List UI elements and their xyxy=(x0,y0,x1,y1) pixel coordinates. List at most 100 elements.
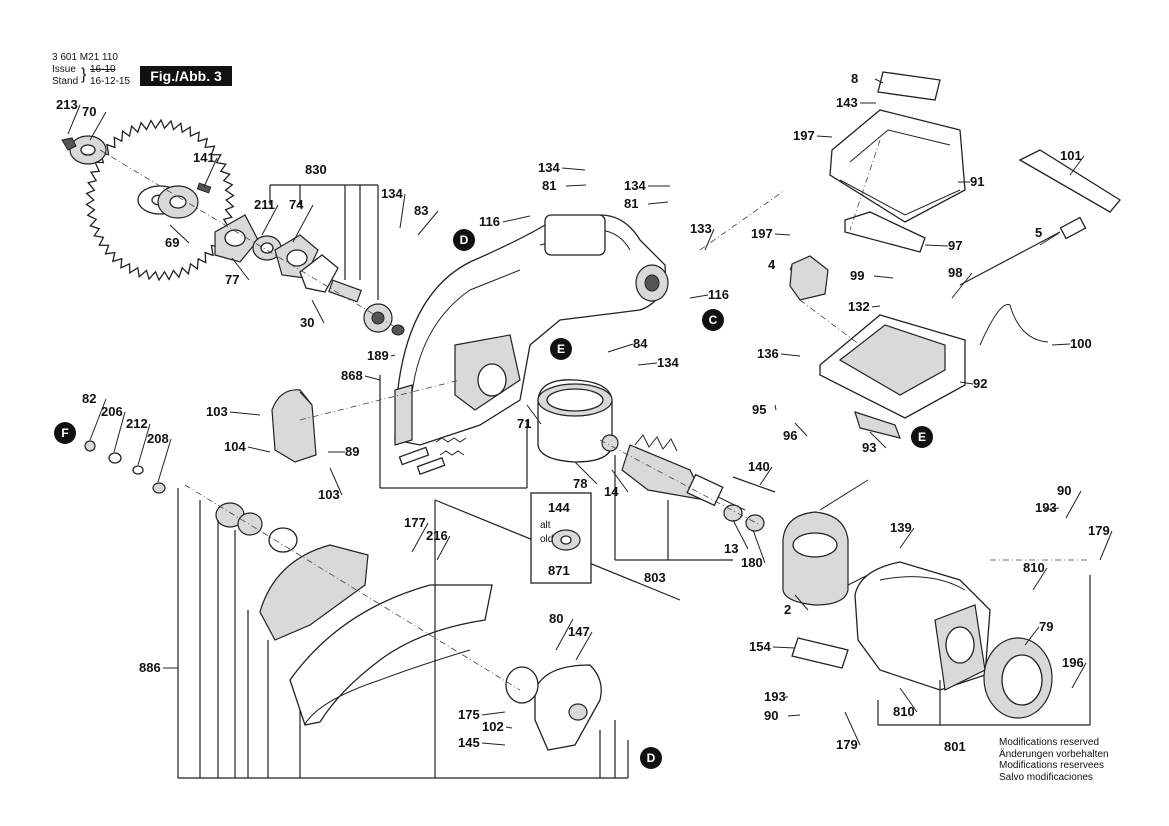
inset-alt-label: alt xyxy=(540,520,551,531)
part-label-140: 140 xyxy=(748,459,770,474)
leader-177 xyxy=(411,522,429,553)
brush-cover xyxy=(271,389,317,463)
adapter-plate xyxy=(505,664,602,751)
leader-80 xyxy=(555,618,574,651)
part-label-69: 69 xyxy=(165,235,179,250)
part-label-8: 8 xyxy=(851,71,858,86)
leader-30 xyxy=(311,299,325,324)
stand-label: Stand xyxy=(52,76,79,87)
callout-d-bottom-label: D xyxy=(647,751,656,765)
f-washers xyxy=(84,440,298,553)
part-label-197: 197 xyxy=(751,226,773,241)
callout-e-right: E xyxy=(911,426,933,448)
callout-f: F xyxy=(54,422,76,444)
leader-69 xyxy=(169,224,190,244)
part-label-212: 212 xyxy=(126,416,148,431)
leader-81 xyxy=(565,184,587,187)
callout-d-bottom: D xyxy=(640,747,662,769)
part-label-886: 886 xyxy=(139,660,161,675)
leader-216 xyxy=(436,535,451,561)
part-label-193: 193 xyxy=(1035,500,1057,515)
part-label-116: 116 xyxy=(708,287,729,302)
part-label-81: 81 xyxy=(542,178,556,193)
cable-100 xyxy=(979,304,1049,346)
part-label-95: 95 xyxy=(752,402,766,417)
leader-868 xyxy=(364,375,381,381)
part-label-70: 70 xyxy=(82,104,96,119)
leader-197 xyxy=(774,233,791,236)
part-label-868: 868 xyxy=(341,368,363,383)
leader-98 xyxy=(951,272,973,299)
leader-134 xyxy=(561,167,586,171)
callout-f-label: F xyxy=(61,426,68,440)
part-label-81: 81 xyxy=(624,196,638,211)
leader-116 xyxy=(502,215,531,223)
part-label-4: 4 xyxy=(768,257,776,272)
leader-92 xyxy=(959,381,974,385)
part-label-97: 97 xyxy=(948,238,962,253)
long-screw xyxy=(732,476,776,493)
gear-spindle-group xyxy=(214,214,405,336)
group-brackets xyxy=(177,184,1091,779)
part-label-90: 90 xyxy=(1057,483,1071,498)
rating-plate xyxy=(791,637,849,669)
part-label-74: 74 xyxy=(289,197,304,212)
leader-139 xyxy=(899,527,915,549)
part-label-180: 180 xyxy=(741,555,763,570)
leader-193 xyxy=(1042,507,1060,511)
leader-79 xyxy=(1024,626,1040,646)
callout-e-mid-label: E xyxy=(557,342,565,356)
part-label-136: 136 xyxy=(757,346,779,361)
part-label-830: 830 xyxy=(305,162,327,177)
leader-100 xyxy=(1051,343,1071,346)
leader-101 xyxy=(1069,155,1085,176)
part-label-79: 79 xyxy=(1039,619,1053,634)
leader-14 xyxy=(611,469,629,493)
leader-213 xyxy=(67,104,81,135)
leader-90 xyxy=(1065,490,1082,519)
model-number: 3 601 M21 110 xyxy=(52,52,118,63)
motor-housing xyxy=(854,561,991,691)
part-label-139: 139 xyxy=(890,520,912,535)
part-label-89: 89 xyxy=(345,444,359,459)
callout-e-mid: E xyxy=(550,338,572,360)
lower-guard xyxy=(259,544,493,726)
leader-116 xyxy=(689,294,709,299)
leader-179 xyxy=(1099,530,1113,561)
leader-180 xyxy=(752,529,766,564)
part-label-116: 116 xyxy=(479,214,500,229)
leader-132 xyxy=(871,305,881,308)
leader-136 xyxy=(780,353,801,357)
part-label-98: 98 xyxy=(948,265,962,280)
issue-value: 16-10 xyxy=(90,64,116,75)
part-label-78: 78 xyxy=(573,476,587,491)
part-label-96: 96 xyxy=(783,428,797,443)
blade-flange-inner xyxy=(157,182,212,219)
leader-lines xyxy=(67,78,1113,746)
part-label-91: 91 xyxy=(970,174,984,189)
part-label-141: 141 xyxy=(193,150,215,165)
leader-13 xyxy=(732,519,749,550)
part-label-82: 82 xyxy=(82,391,96,406)
part-label-90: 90 xyxy=(764,708,778,723)
part-label-175: 175 xyxy=(458,707,480,722)
note-fr: Modifications reservees xyxy=(999,760,1105,771)
leader-134 xyxy=(399,193,406,229)
part-label-193: 193 xyxy=(764,689,786,704)
part-label-104: 104 xyxy=(224,439,246,454)
pins-springs xyxy=(398,437,467,476)
leader-133 xyxy=(704,228,715,251)
part-label-189: 189 xyxy=(367,348,389,363)
part-label-206: 206 xyxy=(101,404,123,419)
leader-145 xyxy=(481,742,506,746)
leader-211 xyxy=(261,204,279,236)
base-plate-92 xyxy=(819,314,966,419)
leader-189 xyxy=(390,354,396,357)
blade-flange-outer xyxy=(61,135,107,165)
note-de: Änderungen vorbehalten xyxy=(999,748,1109,760)
part-label-216: 216 xyxy=(426,528,448,543)
callout-d-top-label: D xyxy=(460,233,469,247)
figure-label: Fig./Abb. 3 xyxy=(140,66,232,86)
part-label-208: 208 xyxy=(147,431,169,446)
